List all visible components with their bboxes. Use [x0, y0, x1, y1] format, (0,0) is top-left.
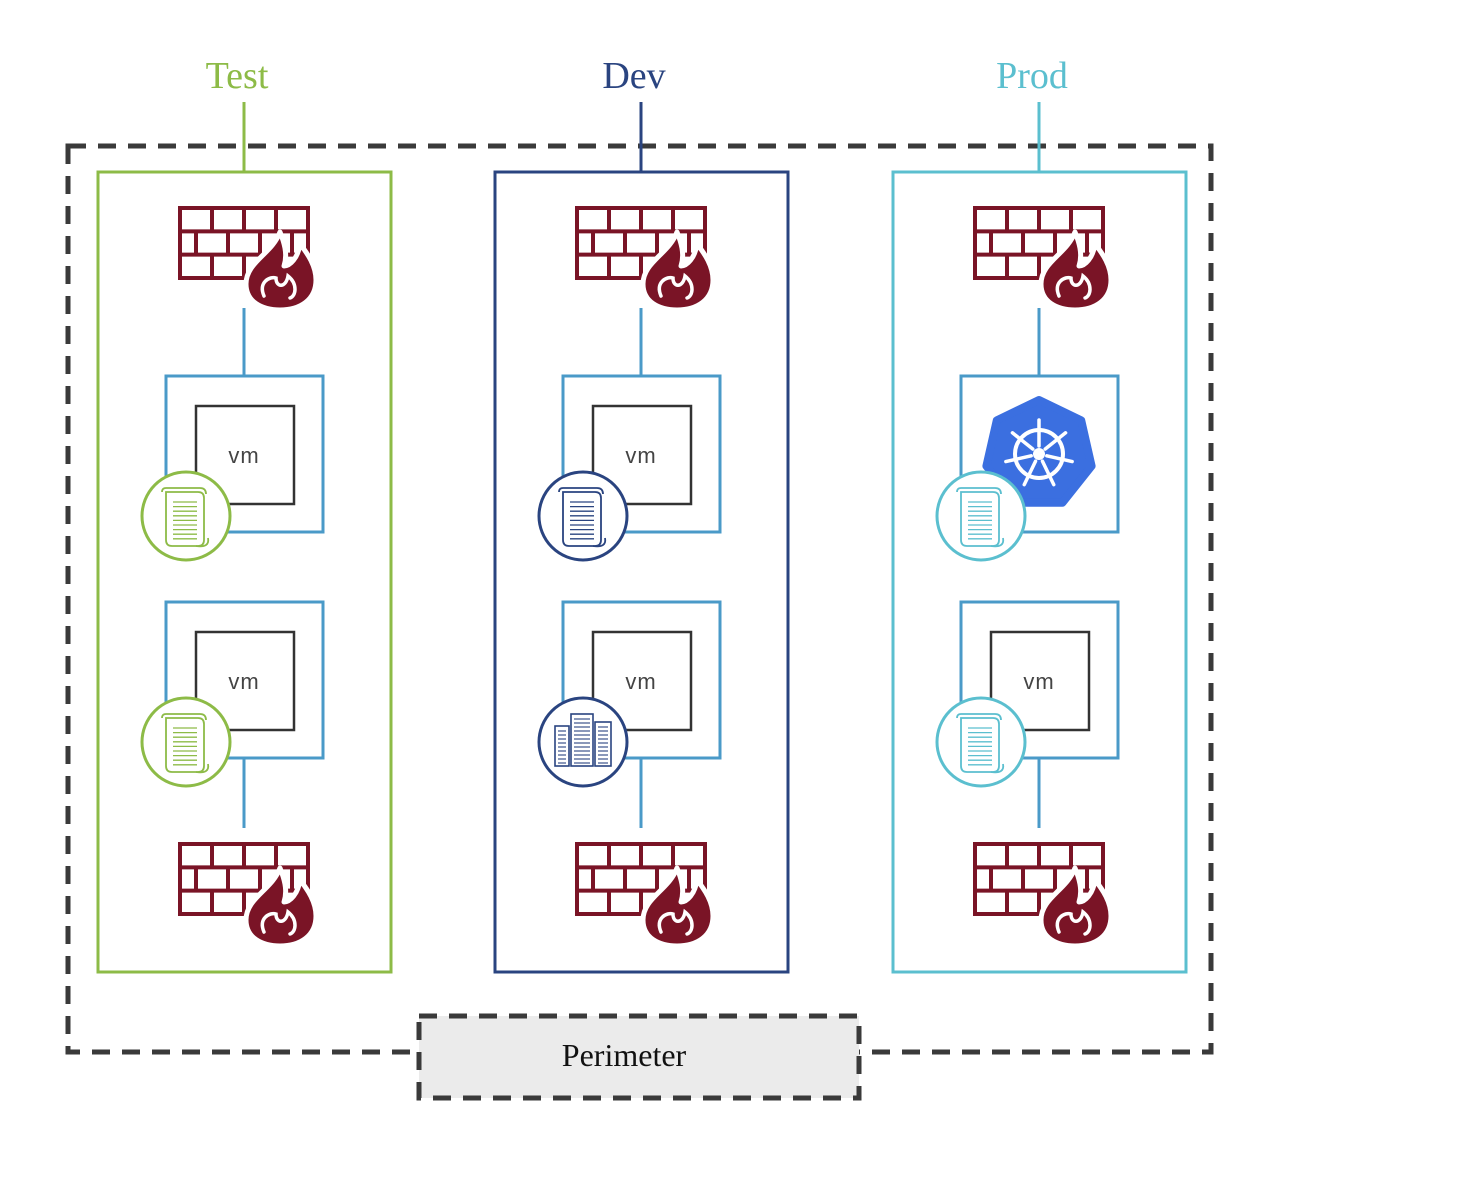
scroll-icon: [140, 696, 232, 788]
node-frame: [959, 600, 1120, 760]
firewall-icon: [178, 206, 319, 313]
vm-node: vm: [140, 600, 325, 788]
kubernetes-icon: [982, 396, 1096, 507]
environment-title: Prod: [996, 55, 1068, 97]
flame-icon: [640, 865, 716, 949]
flame-icon: [640, 229, 716, 313]
node-frame: [561, 600, 722, 760]
vm-label: vm: [625, 443, 656, 468]
vm-icon: [194, 630, 296, 732]
vm-icon: [989, 630, 1091, 732]
vm-node: vm: [537, 600, 722, 788]
vm-icon: [591, 630, 693, 732]
perimeter-label-box: [416, 1013, 862, 1101]
vm-node: vm: [935, 600, 1120, 788]
flame-icon: [243, 229, 319, 313]
environment-title: Dev: [602, 55, 665, 97]
environment-title: Test: [206, 55, 269, 97]
environment-dev: Dev vm vm: [493, 55, 790, 974]
vm-label: vm: [228, 443, 259, 468]
vm-icon: [591, 404, 693, 506]
firewall-icon: [575, 206, 716, 313]
environment-test: Test vm vm: [96, 55, 393, 974]
flame-icon: [243, 865, 319, 949]
firewall-icon: [178, 842, 319, 949]
scroll-icon: [935, 696, 1027, 788]
vm-node: vm: [140, 374, 325, 562]
firewall-icon: [973, 842, 1114, 949]
vm-label: vm: [625, 669, 656, 694]
vm-label: vm: [1023, 669, 1054, 694]
scroll-icon: [935, 470, 1027, 562]
firewall-icon: [973, 206, 1114, 313]
environments: Test vm vm Dev vm vm Prod vm: [96, 55, 1188, 974]
vm-label: vm: [228, 669, 259, 694]
buildings-icon: [537, 696, 629, 788]
scroll-icon: [537, 470, 629, 562]
kubernetes-node: [935, 374, 1120, 562]
environment-prod: Prod vm: [891, 55, 1188, 974]
environment-frame: [96, 170, 393, 974]
flame-icon: [1038, 229, 1114, 313]
node-frame: [164, 600, 325, 760]
environment-frame: [891, 170, 1188, 974]
vm-icon: [194, 404, 296, 506]
node-frame: [959, 374, 1120, 534]
perimeter-label: Perimeter: [562, 1037, 687, 1073]
scroll-icon: [140, 470, 232, 562]
vm-node: vm: [537, 374, 722, 562]
flame-icon: [1038, 865, 1114, 949]
environment-frame: [493, 170, 790, 974]
firewall-icon: [575, 842, 716, 949]
node-frame: [164, 374, 325, 534]
node-frame: [561, 374, 722, 534]
